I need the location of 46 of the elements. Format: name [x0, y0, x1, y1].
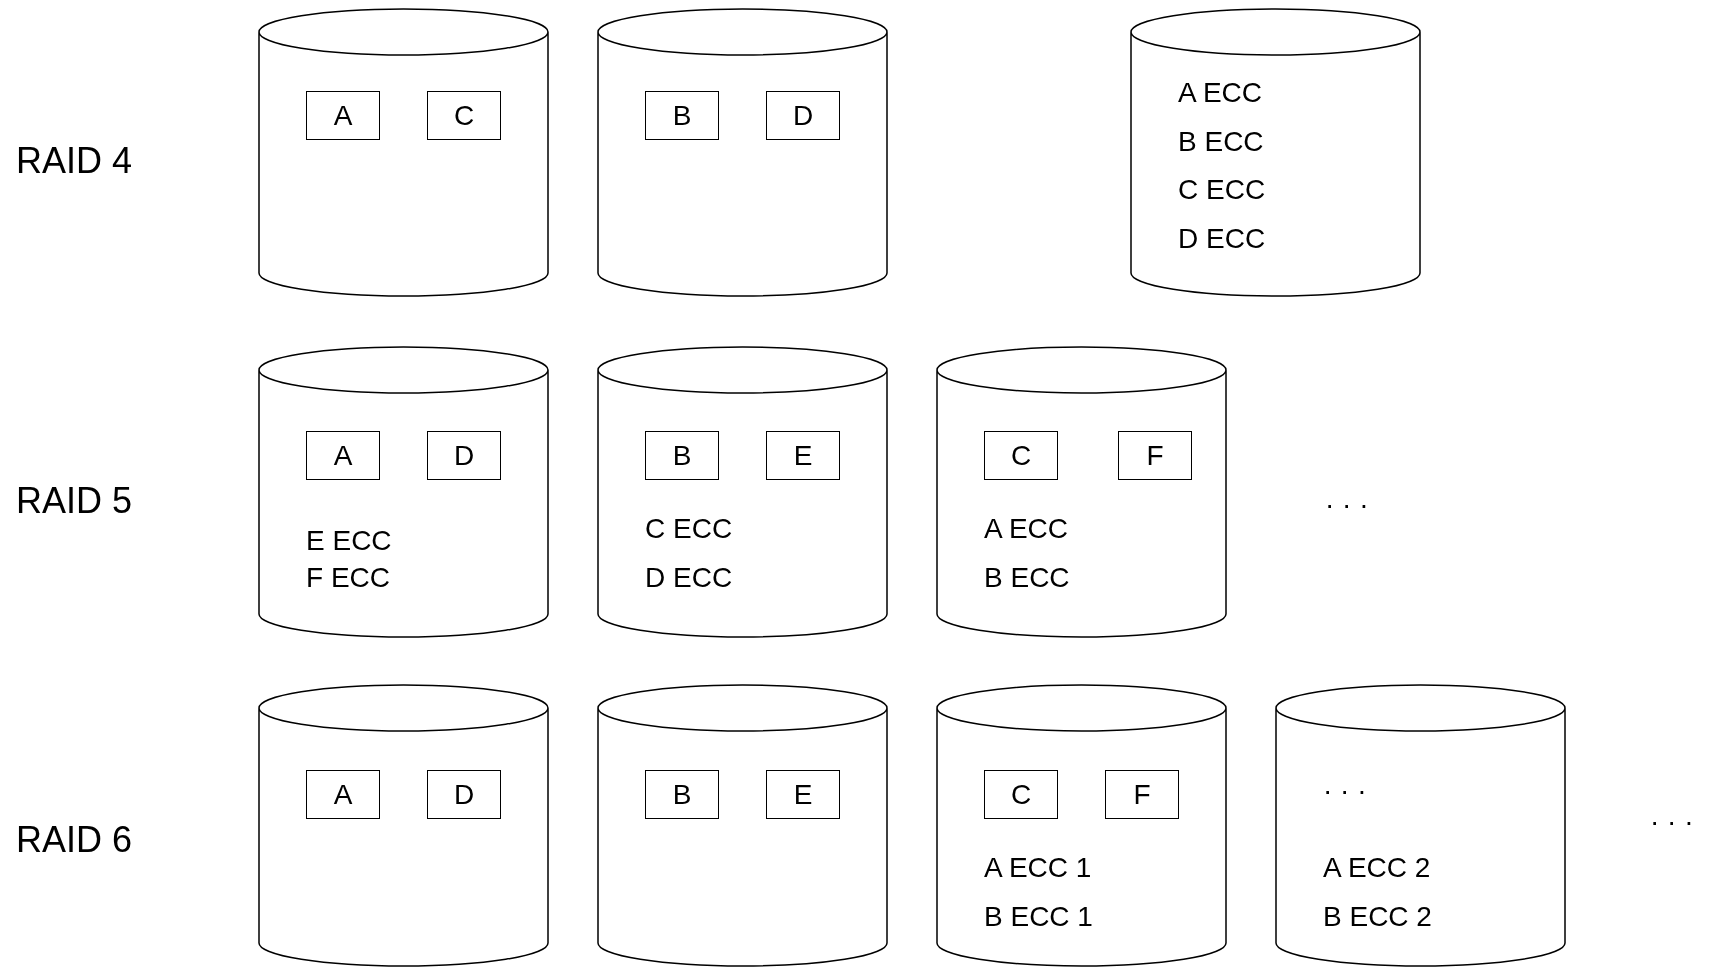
data-block: C [427, 91, 501, 140]
data-block: B [645, 431, 719, 480]
data-block: B [645, 91, 719, 140]
ellipsis: · · · [1650, 805, 1694, 839]
ecc-label: A ECC 2 [1323, 852, 1431, 884]
disk-cylinder [597, 347, 888, 637]
disk-cylinder [258, 685, 549, 966]
data-block: A [306, 770, 380, 819]
ecc-label: C ECC [645, 513, 733, 545]
data-block: E [766, 431, 840, 480]
disk-cylinder [936, 685, 1227, 966]
disk-cylinder [258, 347, 549, 637]
ecc-label: F ECC [306, 562, 390, 594]
ecc-label: B ECC 1 [984, 901, 1093, 933]
disk-cylinder [597, 9, 888, 296]
ecc-label: D ECC [645, 562, 733, 594]
ecc-label: B ECC [984, 562, 1070, 594]
disk-cylinder [597, 685, 888, 966]
ecc-label: B ECC 2 [1323, 901, 1432, 933]
row-label: RAID 6 [16, 820, 133, 860]
row-label: RAID 5 [16, 481, 133, 521]
data-block: D [427, 770, 501, 819]
ecc-label: A ECC 1 [984, 852, 1092, 884]
data-block: D [766, 91, 840, 140]
disk-cylinder [1275, 685, 1566, 966]
ecc-label: D ECC [1178, 223, 1266, 255]
ecc-label: E ECC [306, 525, 392, 557]
ecc-label: A ECC [984, 513, 1069, 545]
data-block: F [1118, 431, 1192, 480]
data-block: C [984, 770, 1058, 819]
data-block: C [984, 431, 1058, 480]
data-block: D [427, 431, 501, 480]
disk-cylinder [258, 9, 549, 296]
ecc-label: C ECC [1178, 174, 1266, 206]
ecc-label: · · · [1323, 775, 1367, 807]
data-block: A [306, 91, 380, 140]
ellipsis: · · · [1325, 488, 1369, 522]
data-block: F [1105, 770, 1179, 819]
data-block: B [645, 770, 719, 819]
disk-cylinder [936, 347, 1227, 637]
disk-cylinder [1130, 9, 1421, 296]
row-label: RAID 4 [16, 141, 133, 181]
ecc-label: A ECC [1178, 77, 1263, 109]
ecc-label: B ECC [1178, 126, 1264, 158]
data-block: E [766, 770, 840, 819]
data-block: A [306, 431, 380, 480]
